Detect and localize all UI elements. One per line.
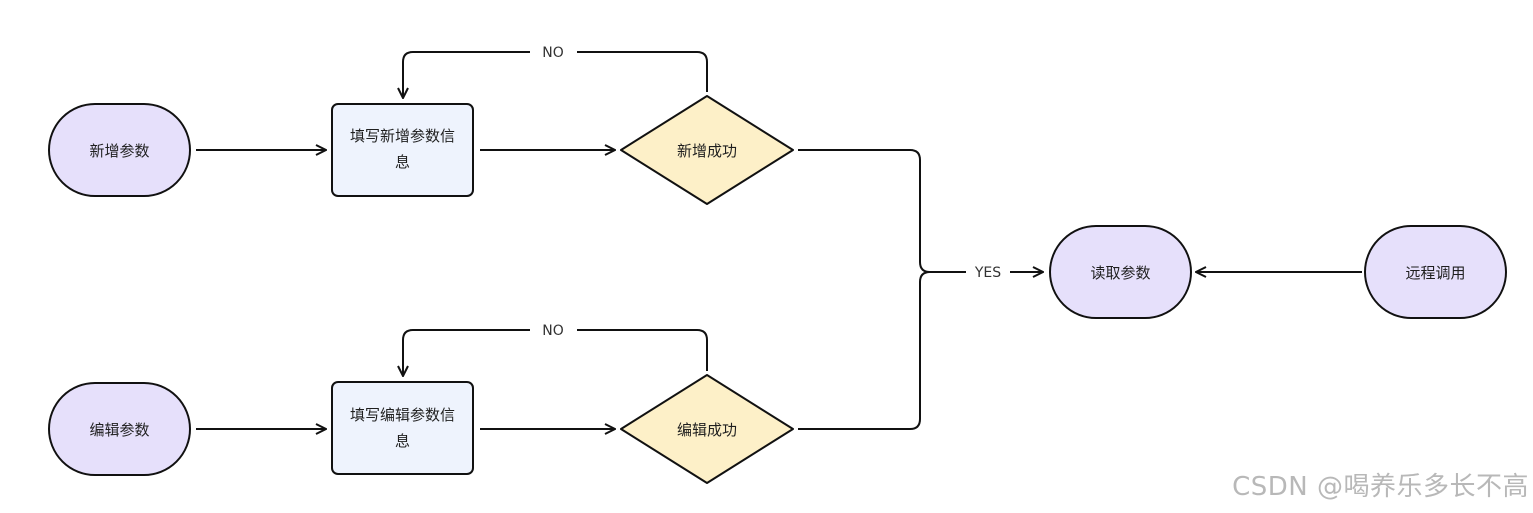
node-edit-success-label: 编辑成功: [677, 421, 737, 439]
edge-edit-no-loop: [403, 329, 708, 376]
node-add-success-label: 新增成功: [677, 142, 737, 160]
node-fill-edit-info-line1: 填写编辑参数信: [350, 406, 455, 424]
edit-no-label: NO: [542, 323, 564, 339]
node-edit-params-label: 编辑参数: [89, 421, 149, 439]
node-read-params-label: 读取参数: [1090, 264, 1150, 282]
node-fill-add-info: [331, 103, 474, 197]
node-fill-edit-info: [331, 381, 474, 475]
add-no-label: NO: [542, 45, 564, 61]
node-read-params: [1049, 225, 1192, 319]
node-edit-success: [620, 374, 794, 484]
edge-add-success-to-merge: [798, 149, 966, 273]
node-add-params-label: 新增参数: [89, 142, 149, 160]
node-remote-call-label: 远程调用: [1405, 264, 1465, 282]
watermark: CSDN @喝养乐多长不高: [1232, 472, 1529, 502]
node-fill-add-info-line1: 填写新增参数信: [350, 127, 455, 145]
edge-add-no-loop: [403, 51, 708, 98]
edge-edit-success-to-merge: [798, 271, 931, 430]
node-fill-add-info-line2: 息: [395, 153, 410, 171]
node-remote-call: [1364, 225, 1507, 319]
node-fill-edit-info-line2: 息: [395, 432, 410, 450]
yes-label: YES: [974, 265, 1001, 281]
node-add-success: [620, 95, 794, 205]
node-add-params: [48, 103, 191, 197]
node-edit-params: [48, 382, 191, 476]
